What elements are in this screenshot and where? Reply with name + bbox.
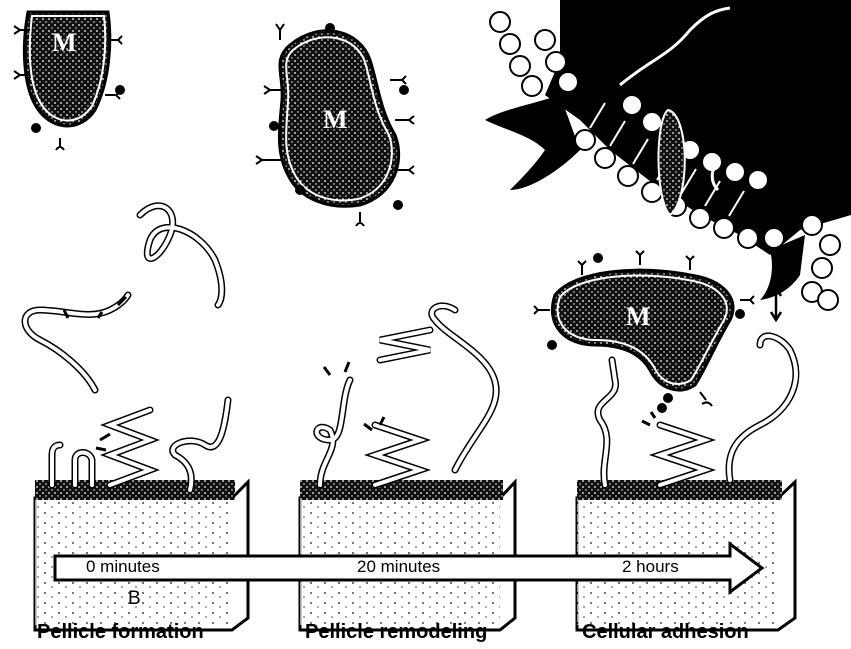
microbe-label: M (323, 105, 348, 135)
microbe-label: M (52, 28, 77, 58)
host-cell-membrane (485, 0, 851, 310)
microbe-adhering (534, 251, 781, 406)
time-label-0: 0 minutes (86, 557, 160, 577)
time-label-20: 20 minutes (357, 557, 440, 577)
substrate-label: B (128, 588, 141, 610)
microbe-label: M (626, 302, 651, 332)
time-label-2h: 2 hours (622, 557, 679, 577)
stage-label-adhesion: Cellular adhesion (582, 621, 749, 644)
stage-label-formation: Pellicle formation (37, 621, 204, 644)
stage-label-remodeling: Pellicle remodeling (305, 621, 487, 644)
